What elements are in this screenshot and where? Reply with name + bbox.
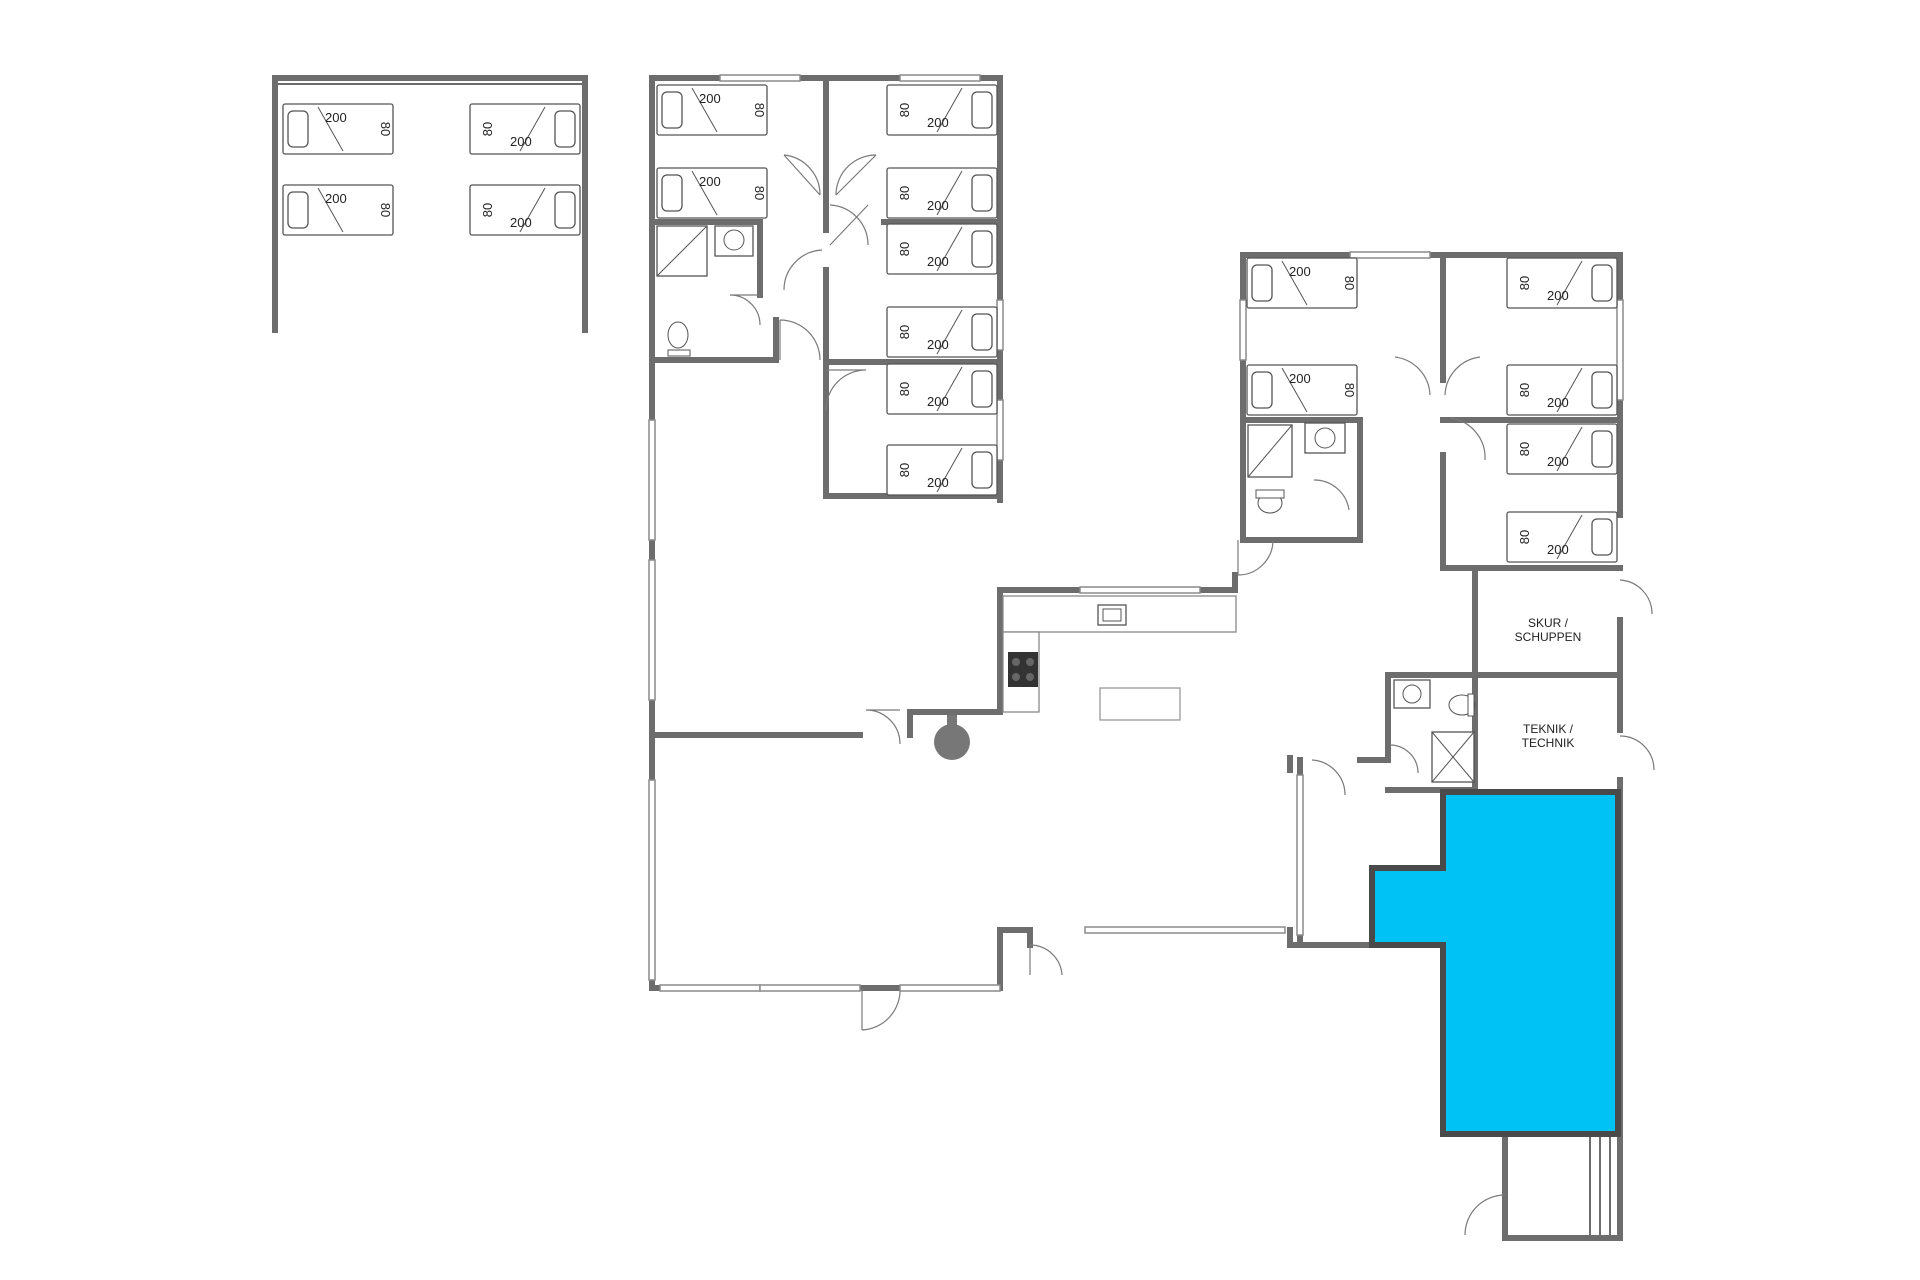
sink-left [714,225,754,257]
bed-pillow [1591,371,1613,409]
bed-pillow [1591,518,1613,556]
bed-length-label: 200 [1289,264,1311,279]
bed: 200 80 [886,363,998,415]
bed-width-label: 80 [480,203,495,217]
utility-toilet [1448,693,1476,717]
bed: 200 80 [886,306,998,358]
bed-length-label: 200 [1289,371,1311,386]
bed-length-label: 200 [1547,542,1569,557]
bed-length-label: 200 [1547,288,1569,303]
bed: 200 80 [1506,511,1618,563]
bed: 200 80 [469,184,581,236]
windows [648,74,1624,992]
bed-length-label: 200 [927,198,949,213]
bed-pillow [1251,371,1273,409]
kitchen-island [1099,687,1181,721]
bed-width-label: 80 [378,203,393,217]
bed: 200 80 [1506,364,1618,416]
bed: 200 80 [1246,257,1358,309]
bed-pillow [971,174,993,212]
bed-length-label: 200 [699,91,721,106]
bed-width-label: 80 [1342,276,1357,290]
annex-structure [272,75,588,333]
bed-pillow [971,230,993,268]
room-label-teknik: TEKNIK / [1523,722,1574,736]
bed-width-label: 80 [378,122,393,136]
bed-length-label: 200 [927,394,949,409]
bed-width-label: 80 [897,463,912,477]
bed: 200 80 [886,444,998,496]
bed-length-label: 200 [927,475,949,490]
beds: 200 80 200 80 200 80 200 80 200 80 200 80 200 80 200 80… [282,84,1618,563]
bed-pillow [971,370,993,408]
main-house-walls [649,75,1303,991]
bed-pillow [971,451,993,489]
fireplace [934,715,970,760]
bed-pillow [661,91,683,129]
bed-length-label: 200 [699,174,721,189]
bed: 200 80 [886,167,998,219]
toilet-right [1255,489,1285,514]
bed-length-label: 200 [927,115,949,130]
utility-sink [1393,679,1431,709]
bed-width-label: 80 [1517,276,1532,290]
bed-pillow [287,191,309,229]
bed-width-label: 80 [897,325,912,339]
room-label-schuppen: SCHUPPEN [1515,630,1582,644]
bed-length-label: 200 [325,191,347,206]
bed-width-label: 80 [897,103,912,117]
bed-width-label: 80 [480,122,495,136]
room-label-skur: SKUR / [1528,616,1569,630]
bed-width-label: 80 [1517,442,1532,456]
bed-pillow [661,174,683,212]
bed-pillow [1591,264,1613,302]
doors [729,154,1655,1236]
bed-length-label: 200 [325,110,347,125]
bed: 200 80 [282,103,394,155]
bed-width-label: 80 [897,242,912,256]
bed-length-label: 200 [1547,395,1569,410]
bed-pillow [554,191,576,229]
bed-width-label: 80 [897,186,912,200]
bed: 200 80 [469,103,581,155]
bed-width-label: 80 [897,382,912,396]
bed: 200 80 [886,223,998,275]
utility-shower [1431,731,1475,783]
bed-width-label: 80 [752,186,767,200]
bed-pillow [1251,264,1273,302]
bed-length-label: 200 [1547,454,1569,469]
bed: 200 80 [282,184,394,236]
shower-left [656,225,708,277]
toilet-left [667,321,691,357]
bed: 200 80 [656,84,768,136]
sink-right [1304,422,1346,454]
bed-width-label: 80 [1517,530,1532,544]
shower-right [1247,424,1293,478]
bed-length-label: 200 [927,254,949,269]
bed-pillow [971,313,993,351]
bed-width-label: 80 [1517,383,1532,397]
bed-pillow [1591,430,1613,468]
stove [1008,652,1038,687]
kitchen-sink [1097,604,1127,626]
bed-length-label: 200 [927,337,949,352]
bed: 200 80 [1506,423,1618,475]
bed: 200 80 [656,167,768,219]
bed: 200 80 [1506,257,1618,309]
bed-length-label: 200 [510,215,532,230]
room-label-technik: TECHNIK [1522,736,1575,750]
bed-pillow [971,91,993,129]
pool [1369,789,1621,1137]
bed-width-label: 80 [1342,383,1357,397]
bed-pillow [554,110,576,148]
bed-length-label: 200 [510,134,532,149]
bed-pillow [287,110,309,148]
bed: 200 80 [1246,364,1358,416]
bed-width-label: 80 [752,103,767,117]
bed: 200 80 [886,84,998,136]
